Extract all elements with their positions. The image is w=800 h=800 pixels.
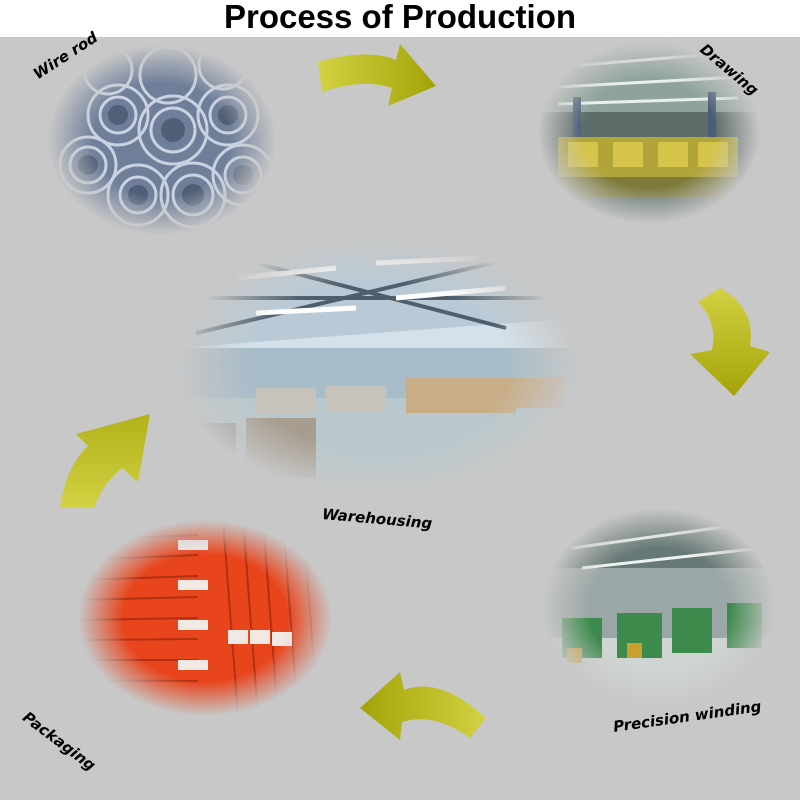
drawing-photo	[538, 42, 760, 224]
packaging-photo	[78, 520, 332, 716]
arrow-left-icon	[360, 672, 486, 740]
precision-winding-photo	[542, 508, 776, 708]
title-bar	[0, 0, 800, 37]
wire-rod-photo	[48, 45, 276, 235]
warehousing-photo	[176, 238, 578, 494]
arrow-right-icon	[318, 44, 436, 106]
packaging-label: Packaging	[19, 708, 100, 775]
arrow-down-icon	[690, 288, 770, 396]
arrow-up-icon	[60, 414, 150, 508]
page-title: Process of Production	[223, 0, 577, 35]
warehousing-label: Warehousing	[321, 505, 433, 533]
